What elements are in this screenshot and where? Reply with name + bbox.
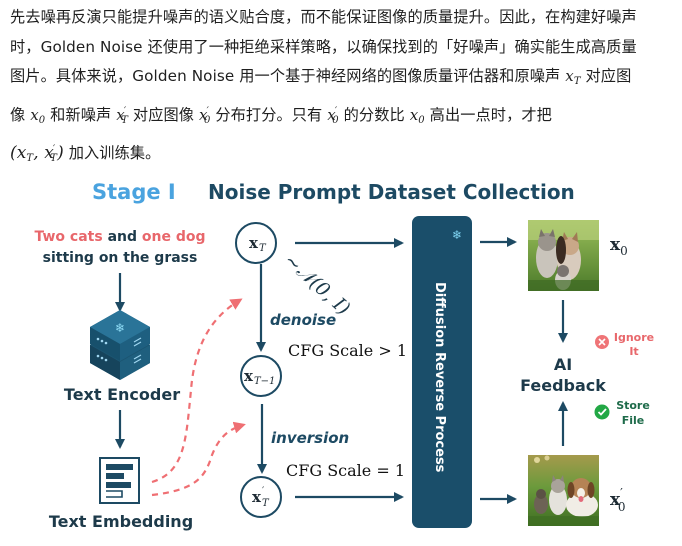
math-sub: T: [26, 153, 34, 164]
math-x0: x0: [30, 105, 46, 126]
node-xT-sub: T: [259, 243, 267, 254]
text-segment: 和新噪声: [45, 105, 117, 124]
text-encoder-label: Text Encoder: [64, 385, 180, 404]
math-x0-prime: x′0: [327, 105, 339, 126]
label-x0-prime: x′0: [610, 486, 626, 514]
cfg-scale-high: CFG Scale > 1: [288, 341, 407, 360]
diffusion-label: Diffusion Reverse Process: [432, 282, 447, 473]
paragraph-line-1: 先去噪再反演只能提升噪声的语义贴合度，而不能保证图像的质量提升。因此，在构建好噪…: [10, 8, 637, 26]
math-var: x: [16, 143, 27, 163]
label-x0p-var: x: [610, 490, 621, 510]
denoise-label: denoise: [270, 311, 336, 329]
generated-image-x0: [528, 220, 599, 291]
label-x0-sub: 0: [620, 244, 628, 258]
check-circle-icon: [594, 404, 610, 420]
node-xTp-var: x: [252, 488, 262, 506]
x-circle-icon: [595, 335, 609, 349]
text-segment: 分布打分。只有: [210, 105, 328, 124]
node-xT1-sub: T−1: [254, 376, 275, 387]
server-stack-icon: ❄: [90, 310, 150, 380]
label-x0: x0: [610, 235, 628, 258]
node-xT-prime: x ′ T: [240, 476, 282, 518]
prompt-and: and: [103, 229, 142, 245]
ai-feedback-line-2: Feedback: [520, 376, 606, 395]
math-var: x: [409, 105, 419, 124]
math-var: x: [30, 105, 39, 124]
generated-image-x0-prime: [528, 455, 599, 526]
pipeline-diagram: Stage I Noise Prompt Dataset Collection …: [34, 180, 654, 531]
document-lines-icon: [99, 457, 140, 504]
text-segment: 的分数比: [338, 105, 410, 124]
text-segment: 高出一点时，才把: [424, 105, 552, 124]
text-segment: 对应图像: [127, 105, 199, 124]
paragraph-line-3: 图片。具体来说，Golden Noise 用一个基于神经网络的图像质量评估器和原…: [10, 62, 676, 97]
math-prime: ′: [334, 105, 338, 117]
math-xT: xT: [565, 67, 581, 87]
math-var: x: [199, 105, 208, 124]
ignore-label-line-1: Ignore: [614, 331, 654, 344]
node-xT-minus-1: x T−1: [240, 355, 282, 397]
label-x0p-prime: ′: [620, 486, 623, 500]
label-x0p-sub: 0: [618, 500, 626, 514]
diffusion-reverse-process-block: ❄ Diffusion Reverse Process: [412, 216, 472, 528]
text-segment: 对应图: [580, 67, 632, 85]
store-label-line-1: Store: [616, 399, 650, 412]
math-sub: 0: [203, 114, 211, 126]
prompt-line-1: Two cats and one dog: [34, 229, 205, 245]
cfg-scale-one: CFG Scale = 1: [286, 461, 405, 480]
snowflake-icon: ❄: [452, 228, 462, 242]
math-prime: ′: [206, 105, 209, 117]
math-sub: T: [121, 114, 128, 126]
text-segment: 像: [10, 105, 31, 124]
text-embedding-label: Text Embedding: [49, 512, 193, 531]
math-sub: 0: [418, 114, 425, 126]
paragraph-line-4: 像 x0 和新噪声 x′T 对应图像 x′0 分布打分。只有 x′0 的分数比 …: [10, 97, 676, 136]
inversion-label: inversion: [271, 429, 349, 447]
diagram-title: Noise Prompt Dataset Collection: [208, 180, 575, 204]
ai-feedback-line-1: AI: [554, 355, 572, 374]
text-segment: 图片。具体来说，Golden Noise 用一个基于神经网络的图像质量评估器和原…: [10, 67, 566, 85]
node-xTp-prime: ′: [262, 486, 265, 497]
math-x0-prime: x′0: [199, 105, 211, 126]
node-xT1-var: x: [244, 367, 254, 385]
math-prime: ′: [123, 105, 127, 117]
ignore-label-line-2: It: [629, 345, 638, 358]
math-sub: 0: [38, 114, 46, 126]
node-xT-var: x: [249, 234, 259, 252]
label-x0-var: x: [610, 235, 621, 255]
node-xTp-sub: T: [262, 498, 270, 509]
noise-distribution-label: ~𝒩(0, I): [280, 249, 355, 319]
math-var: x: [565, 67, 574, 85]
paragraph-line-5: (xT, x′T) 加入训练集。: [10, 135, 676, 174]
math-sub: T: [573, 76, 581, 87]
math-xT-prime: x′T: [116, 105, 128, 126]
dashed-arrow-to-denoise: [151, 298, 243, 484]
math-var: x: [44, 143, 54, 163]
math-pair: (xT, x′T): [10, 143, 64, 164]
math-x0: x0: [409, 105, 425, 126]
snowflake-icon: ❄: [115, 321, 125, 335]
prompt-red-1: Two cats: [34, 229, 102, 245]
article-paragraph: 先去噪再反演只能提升噪声的语义贴合度，而不能保证图像的质量提升。因此，在构建好噪…: [10, 3, 676, 174]
dashed-arrow-to-inversion: [151, 421, 246, 497]
prompt-red-2: one dog: [142, 229, 206, 245]
store-label-line-2: File: [622, 414, 645, 427]
math-var: x: [116, 105, 125, 124]
math-var: x: [327, 105, 336, 124]
text-segment: 加入训练集。: [63, 144, 161, 162]
prompt-line-2: sitting on the grass: [43, 250, 198, 266]
math-sub: T: [50, 153, 58, 164]
math-prime: ′: [52, 144, 56, 155]
math-sub: 0: [332, 114, 339, 126]
paragraph-line-2: 时，Golden Noise 还使用了一种拒绝采样策略，以确保找到的「好噪声」确…: [10, 37, 637, 56]
stage-label: Stage I: [92, 180, 176, 204]
node-xT: x T: [235, 222, 277, 264]
